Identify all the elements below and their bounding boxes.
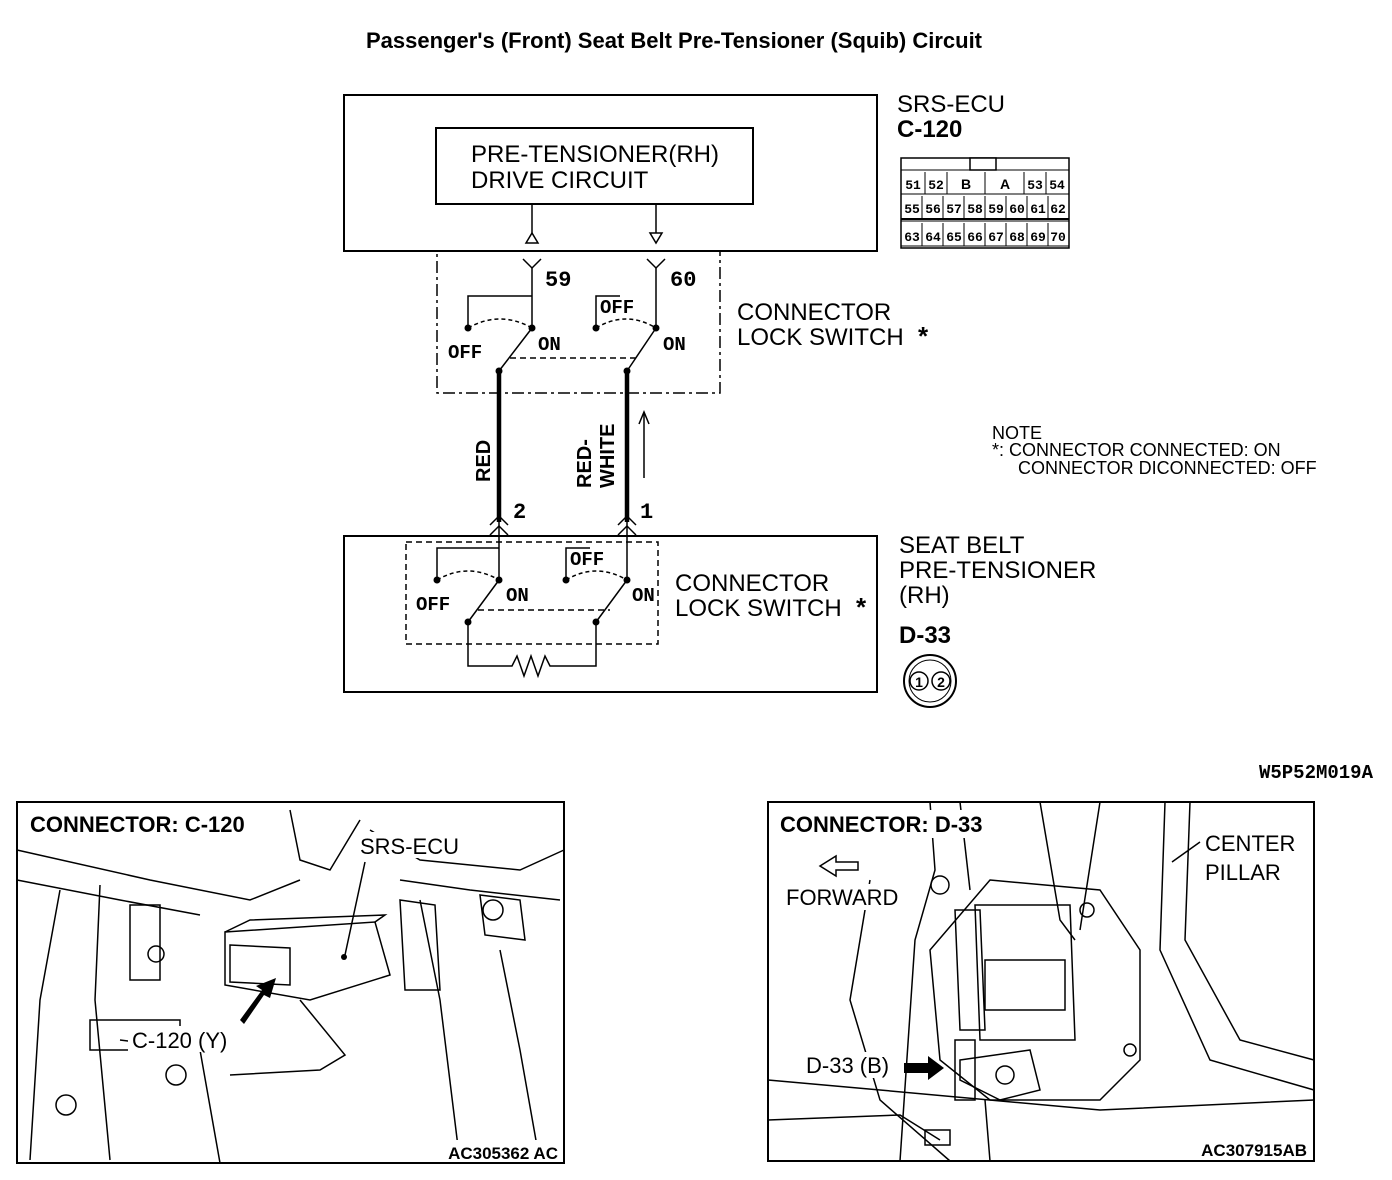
- note-line2: CONNECTOR DICONNECTED: OFF: [1018, 458, 1317, 478]
- photo-right-forward-label: FORWARD: [786, 885, 898, 910]
- ecu-name: SRS-ECU: [897, 91, 1005, 118]
- drive-circuit-line2: DRIVE CIRCUIT: [471, 167, 649, 194]
- c120-pin-label: 61: [1030, 202, 1046, 217]
- arrow-icon: [240, 978, 276, 1024]
- d33-connector-face: 1 2: [903, 654, 957, 708]
- diagram-title: Passenger's (Front) Seat Belt Pre-Tensio…: [366, 28, 983, 53]
- output-triangle-60: [648, 232, 664, 245]
- switch-on-label: ON: [506, 585, 529, 607]
- c120-pin-label: 57: [946, 202, 962, 217]
- pretensioner-label-line1: SEAT BELT: [899, 532, 1025, 559]
- current-flow-arrow: [638, 410, 650, 478]
- ecu-connector-id: C-120: [897, 116, 962, 143]
- photo-right-code: AC307915AB: [1201, 1141, 1307, 1160]
- terminal-2: 2: [513, 500, 526, 525]
- drive-circuit-box: [435, 127, 754, 205]
- c120-pin-label: 51: [905, 178, 921, 193]
- photo-left-code: AC305362 AC: [448, 1144, 558, 1163]
- photo-left-connector-label: C-120 (Y): [132, 1028, 227, 1053]
- c120-pin-label: 70: [1050, 230, 1066, 245]
- drive-circuit-line1: PRE-TENSIONER(RH): [471, 141, 719, 168]
- c120-pin-label: 60: [1009, 202, 1025, 217]
- switch-off-label: OFF: [570, 549, 604, 571]
- photo-left-heading: CONNECTOR: C-120: [30, 812, 245, 837]
- lock-switch-label-line2: LOCK SWITCH: [737, 324, 904, 351]
- c120-pin-label: A: [1000, 176, 1010, 192]
- ecu-lock-switch-box: [436, 250, 721, 394]
- pretensioner-lock-switch-box: [405, 541, 659, 645]
- photo-right-heading: CONNECTOR: D-33: [780, 812, 983, 837]
- lock-switch-label-line2: LOCK SWITCH: [675, 595, 842, 622]
- c120-pin-label: 66: [967, 230, 983, 245]
- d33-connector-id: D-33: [899, 622, 951, 649]
- lock-switch-label-line1: CONNECTOR: [737, 299, 891, 326]
- note-heading: NOTE: [992, 423, 1042, 443]
- c120-pin-label: 56: [925, 202, 941, 217]
- c120-pin-label: 69: [1030, 230, 1046, 245]
- switch-on-label: ON: [632, 585, 655, 607]
- c120-pin-label: 67: [988, 230, 1004, 245]
- switch-on-label: ON: [538, 334, 561, 356]
- pretensioner-label-line2: PRE-TENSIONER: [899, 557, 1096, 584]
- output-triangle-59: [524, 231, 540, 244]
- c120-pin-label: 55: [904, 202, 920, 217]
- lock-switch-asterisk: *: [918, 321, 929, 351]
- squib-resistor: [467, 622, 597, 679]
- switch-off-label: OFF: [600, 297, 634, 319]
- pretensioner-label-line3: (RH): [899, 582, 950, 609]
- photo-right-pillar-label-2: PILLAR: [1205, 860, 1281, 885]
- c120-pin-label: 54: [1049, 178, 1065, 193]
- arrow-icon: [904, 1056, 944, 1080]
- c120-pin-label: 59: [988, 202, 1004, 217]
- lock-switch-asterisk: *: [856, 592, 867, 622]
- switch-off-label: OFF: [416, 594, 450, 616]
- switch-off-label: OFF: [448, 342, 482, 364]
- pretensioner-box: [343, 535, 878, 693]
- diagram-code: W5P52M019A: [1259, 762, 1374, 784]
- switch-on-label: ON: [663, 334, 686, 356]
- c120-pin-label: 63: [904, 230, 920, 245]
- note-line1: *: CONNECTOR CONNECTED: ON: [992, 440, 1281, 460]
- photo-panel-d33: CONNECTOR: D-33 FORWARD CENTER PILLAR D-…: [767, 801, 1315, 1162]
- c120-pin-label: 52: [928, 178, 944, 193]
- terminal-59: 59: [545, 268, 571, 293]
- photo-right-connector-label: D-33 (B): [806, 1053, 889, 1078]
- wire-label-red-white-1: RED-: [574, 439, 596, 488]
- c120-pin-label: 53: [1027, 178, 1043, 193]
- lock-switch-label-line1: CONNECTOR: [675, 570, 829, 597]
- terminal-60: 60: [670, 268, 696, 293]
- srs-ecu-box: [343, 94, 878, 252]
- wire-label-red: RED: [473, 440, 495, 482]
- c120-pin-label: 65: [946, 230, 962, 245]
- photo-right-pillar-label-1: CENTER: [1205, 831, 1295, 856]
- c120-connector-face: 51 52 B A 53 54 55 56 57 58 59 60 61 62 …: [900, 157, 1070, 249]
- forward-arrow-icon: [818, 854, 859, 878]
- wire-label-red-white-2: WHITE: [597, 424, 619, 488]
- c120-pin-label: 62: [1050, 202, 1066, 217]
- d33-pin-label: 1: [915, 674, 923, 690]
- c120-pin-label: 64: [925, 230, 941, 245]
- c120-pin-label: 58: [967, 202, 983, 217]
- photo-panel-c120: CONNECTOR: C-120 SRS-ECU C-120 (Y) AC305…: [16, 801, 565, 1164]
- photo-left-ecu-label: SRS-ECU: [360, 834, 459, 859]
- c120-pin-label: B: [961, 176, 971, 192]
- terminal-1: 1: [640, 500, 653, 525]
- d33-pin-label: 2: [937, 674, 945, 690]
- c120-pin-label: 68: [1009, 230, 1025, 245]
